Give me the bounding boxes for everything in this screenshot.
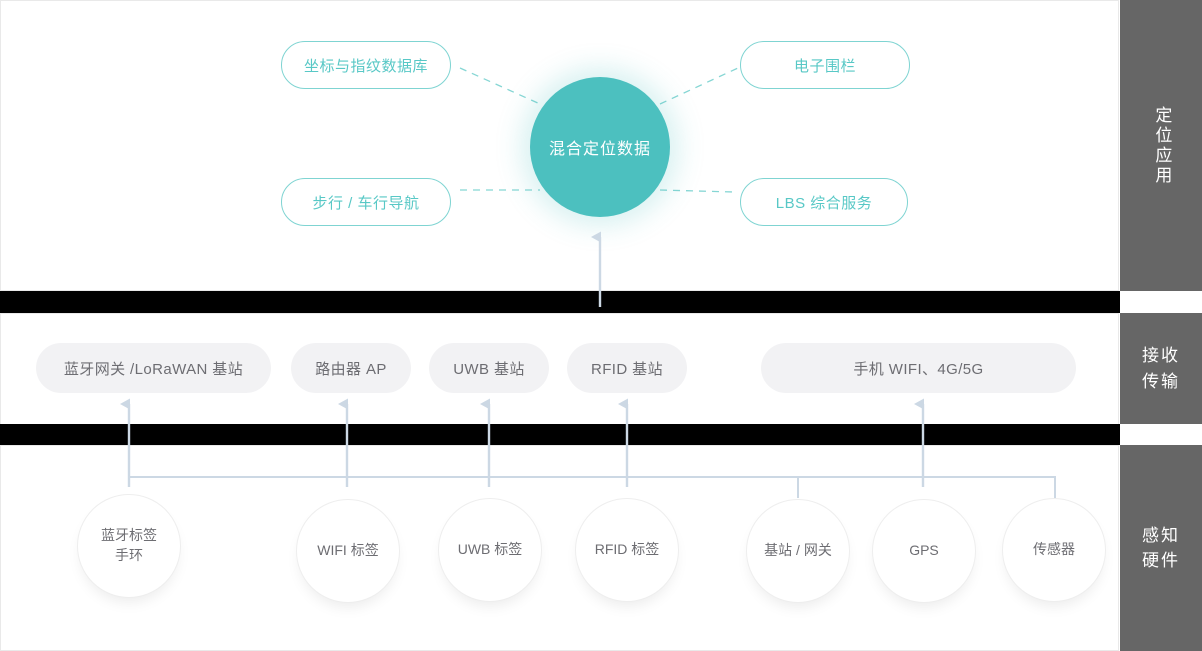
pill-electronic-fence[interactable]: 电子围栏 [740,41,910,89]
hybrid-positioning-data-hub[interactable]: 混合定位数据 [530,77,670,217]
chip-router-ap[interactable]: 路由器 AP [291,343,411,393]
pill-label: 电子围栏 [793,57,856,75]
node-label: RFID 标签 [594,541,660,558]
pill-lbs-integrated-service[interactable]: LBS 综合服务 [740,178,908,226]
chip-rfid-base-station[interactable]: RFID 基站 [567,343,687,393]
node-rfid-tag[interactable]: RFID 标签 [575,498,679,602]
node-bluetooth-tag-wristband[interactable]: 蓝牙标签 手环 [77,494,181,598]
rail-label-sensing-hardware: 感知 硬件 [1142,525,1180,571]
dash-hub-to-lbs [659,189,735,193]
node-sensor[interactable]: 传感器 [1002,498,1106,602]
hub-label: 混合定位数据 [548,141,651,158]
node-label: UWB 标签 [457,541,523,558]
pill-label: 步行 / 车行导航 [312,194,420,212]
chip-label: 路由器 AP [315,360,387,378]
pill-coordinate-fingerprint-db[interactable]: 坐标与指纹数据库 [281,41,451,89]
dash-hub-to-fence [659,67,739,105]
node-label: 基站 / 网关 [764,542,832,559]
layer-separator-band-upper [0,291,1120,313]
chip-uwb-base-station[interactable]: UWB 基站 [429,343,549,393]
dash-db-to-hub [459,67,541,105]
rail-receive-transmit: 接收 传输 [1120,313,1202,424]
node-gps[interactable]: GPS [872,499,976,603]
pill-walk-drive-navigation[interactable]: 步行 / 车行导航 [281,178,451,226]
chip-label: UWB 基站 [453,360,525,378]
chip-bluetooth-gateway-lorawan-base-station[interactable]: 蓝牙网关 /LoRaWAN 基站 [36,343,271,393]
node-uwb-tag[interactable]: UWB 标签 [438,498,542,602]
node-label: WIFI 标签 [317,542,379,559]
rail-label-positioning-application: 定位应用 [1152,105,1172,186]
node-label: GPS [909,542,939,559]
pill-label: 坐标与指纹数据库 [303,57,428,75]
chip-label: RFID 基站 [591,360,663,378]
node-label: 蓝牙标签 手环 [101,527,157,563]
node-wifi-tag[interactable]: WIFI 标签 [296,499,400,603]
chip-label: 手机 WIFI、4G/5G [853,360,984,378]
chip-label: 蓝牙网关 /LoRaWAN 基站 [63,360,244,378]
node-label: 传感器 [1033,541,1075,558]
pill-label: LBS 综合服务 [775,194,873,212]
rail-positioning-application: 定位应用 [1120,0,1202,291]
chip-mobile-wifi-4g-5g[interactable]: 手机 WIFI、4G/5G [761,343,1076,393]
layer-separator-band-lower [0,424,1120,445]
rail-sensing-hardware: 感知 硬件 [1120,445,1202,651]
node-base-station-gateway[interactable]: 基站 / 网关 [746,499,850,603]
rail-label-receive-transmit: 接收 传输 [1142,346,1180,391]
